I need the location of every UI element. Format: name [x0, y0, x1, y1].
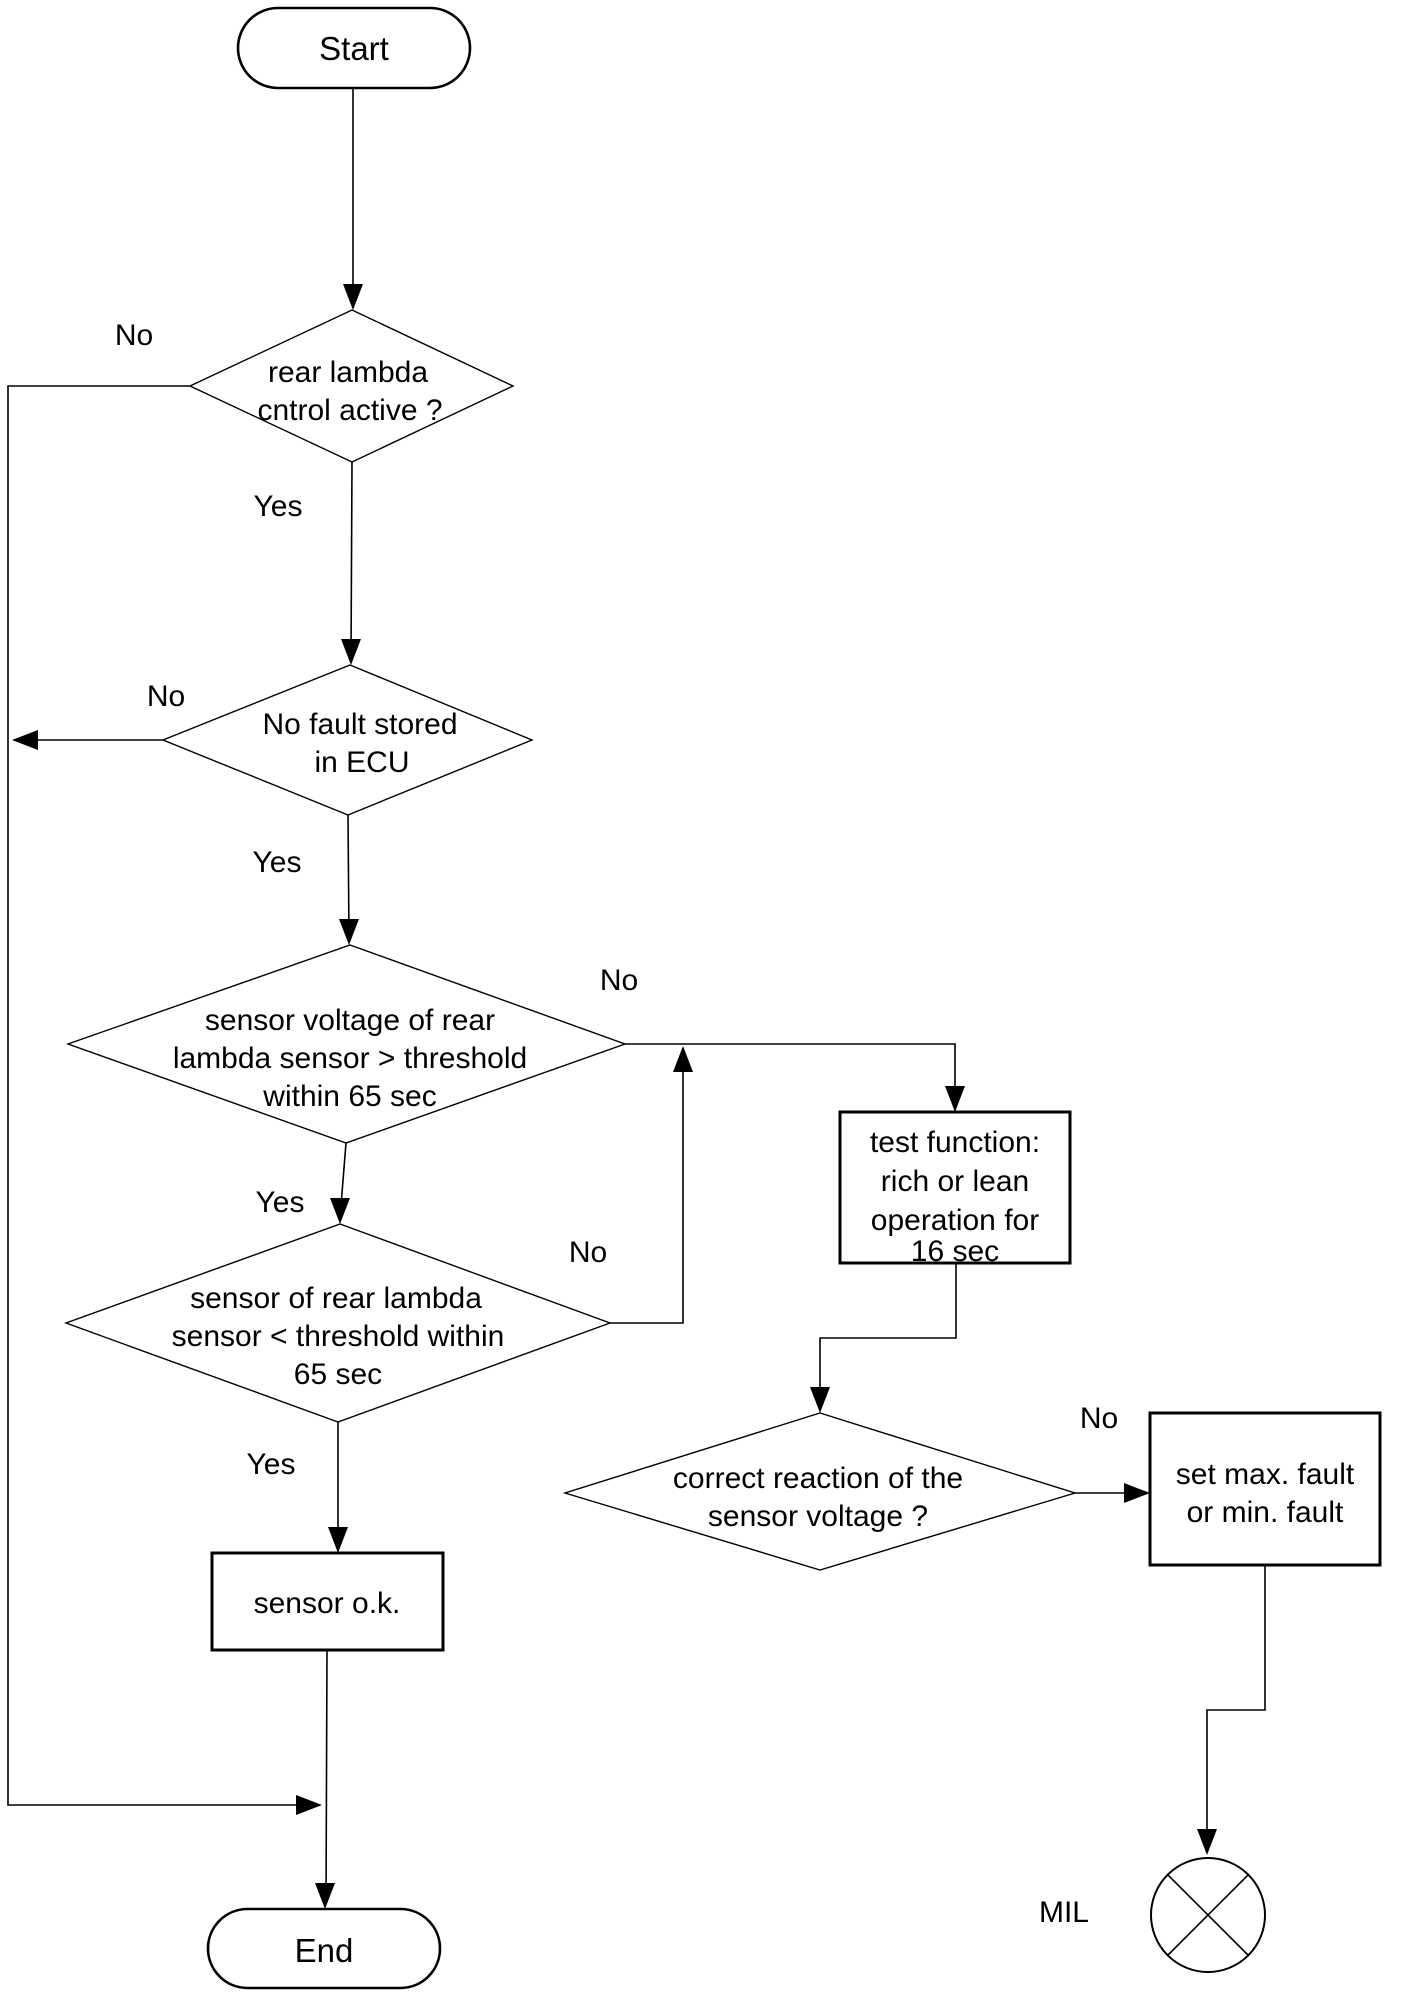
arrow-left-icon: [12, 730, 38, 750]
edge-line: [819, 1263, 957, 1407]
edge-line: [625, 1043, 956, 1106]
edge-correct-reaction-no-to-set-fault: [1075, 1483, 1150, 1503]
node-rear-lambda-line2: cntrol active ?: [257, 394, 442, 427]
node-voltage-above-line2: lambda sensor > threshold: [173, 1042, 527, 1075]
node-voltage-below-check: sensor of rear lambda sensor < threshold…: [63, 1223, 613, 1423]
node-mil-label: MIL: [1039, 1896, 1089, 1929]
node-end-label: End: [295, 1932, 354, 1969]
node-rear-lambda-check: rear lambda cntrol active ?: [188, 309, 515, 463]
node-correct-reaction-line2: sensor voltage ?: [708, 1500, 928, 1533]
process-box-shape: [210, 1551, 445, 1652]
node-test-function: test function: rich or lean operation fo…: [838, 1110, 1072, 1268]
node-test-function-line1: test function:: [870, 1126, 1040, 1159]
arrow-down-icon: [343, 284, 363, 310]
edge-set-fault-to-mil: [1197, 1565, 1266, 1855]
edge-voltage-above-no-to-test-function: [625, 1043, 965, 1112]
label-voltage-below-no: No: [569, 1236, 607, 1269]
arrow-down-icon: [810, 1387, 830, 1413]
node-voltage-below-line3: 65 sec: [294, 1358, 382, 1391]
arrow-down-icon: [945, 1086, 965, 1112]
arrow-down-icon: [1197, 1829, 1217, 1855]
mil-lamp-circle-icon: [1150, 1857, 1266, 1973]
label-no-fault-no: No: [147, 680, 185, 713]
label-rear-lambda-yes: Yes: [254, 490, 303, 523]
end-terminator-shape: [206, 1907, 442, 1990]
node-start: Start: [236, 6, 472, 90]
node-no-fault-check: No fault stored in ECU: [161, 664, 534, 816]
edge-sensor-ok-to-end: [315, 1649, 335, 1909]
node-end: End: [206, 1907, 442, 1990]
node-start-label: Start: [319, 30, 389, 67]
process-box-shape: [1148, 1411, 1382, 1567]
node-test-function-line2: rich or lean: [881, 1165, 1029, 1198]
node-no-fault-line2: in ECU: [314, 746, 409, 779]
edge-no-fault-yes-to-voltage-above-check: [339, 814, 359, 945]
process-box-shape: [838, 1110, 1072, 1265]
arrow-down-icon: [328, 1527, 348, 1553]
edge-rear-lambda-yes-to-no-fault-check: [341, 461, 361, 665]
arrow-down-icon: [339, 919, 359, 945]
node-set-fault-line2: or min. fault: [1187, 1496, 1344, 1529]
node-voltage-above-line1: sensor voltage of rear: [205, 1004, 495, 1037]
node-voltage-below-line1: sensor of rear lambda: [190, 1282, 482, 1315]
node-mil-lamp: MIL: [1039, 1857, 1266, 1973]
start-terminator-shape: [236, 6, 472, 90]
decision-diamond-shape: [161, 664, 534, 816]
edge-line: [347, 814, 350, 940]
node-set-fault-line1: set max. fault: [1176, 1458, 1355, 1491]
label-no-fault-yes: Yes: [253, 846, 302, 879]
node-rear-lambda-line1: rear lambda: [268, 356, 428, 389]
arrow-down-icon: [330, 1198, 350, 1224]
node-test-function-line3: operation for: [871, 1204, 1039, 1237]
decision-diamond-shape: [63, 1223, 613, 1423]
arrow-down-icon: [315, 1883, 335, 1909]
edge-line: [1206, 1565, 1266, 1849]
node-test-function-line4: 16 sec: [911, 1235, 999, 1268]
edge-no-fault-no-to-left-line: [12, 730, 163, 750]
decision-diamond-shape: [562, 1412, 1078, 1571]
arrow-right-icon: [1124, 1483, 1150, 1503]
label-voltage-above-yes: Yes: [256, 1186, 305, 1219]
node-no-fault-line1: No fault stored: [262, 708, 457, 741]
edge-start-to-rear-lambda-check: [343, 88, 363, 310]
node-voltage-below-line2: sensor < threshold within: [172, 1320, 505, 1353]
arrow-up-icon: [673, 1046, 693, 1072]
decision-diamond-shape: [65, 944, 628, 1144]
mil-lamp-cross-icon: [1166, 1873, 1250, 1957]
node-correct-reaction-line1: correct reaction of the: [673, 1462, 963, 1495]
edge-voltage-below-yes-to-sensor-ok: [328, 1422, 348, 1553]
label-rear-lambda-no: No: [115, 319, 153, 352]
node-voltage-above-check: sensor voltage of rear lambda sensor > t…: [65, 944, 628, 1144]
label-voltage-below-yes: Yes: [247, 1448, 296, 1481]
arrow-right-icon: [296, 1795, 322, 1815]
arrow-down-icon: [341, 639, 361, 665]
edge-line: [7, 385, 314, 1806]
edge-voltage-below-no-to-test-function-line: [610, 1046, 693, 1324]
node-sensor-ok: sensor o.k.: [210, 1551, 445, 1652]
edge-voltage-above-yes-to-voltage-below-check: [330, 1142, 350, 1224]
node-voltage-above-line3: within 65 sec: [262, 1080, 436, 1113]
edge-rear-lambda-no-to-end-merge: [7, 385, 322, 1815]
label-correct-reaction-no: No: [1080, 1402, 1118, 1435]
decision-diamond-shape: [188, 309, 515, 463]
edge-line: [350, 461, 353, 660]
node-sensor-ok-label: sensor o.k.: [254, 1587, 401, 1620]
node-set-fault: set max. fault or min. fault: [1148, 1411, 1382, 1567]
edge-line: [325, 1649, 328, 1904]
edge-line: [610, 1052, 684, 1324]
node-correct-reaction-check: correct reaction of the sensor voltage ?: [562, 1412, 1078, 1571]
edge-test-function-to-correct-reaction-check: [810, 1263, 957, 1413]
label-voltage-above-no: No: [600, 964, 638, 997]
